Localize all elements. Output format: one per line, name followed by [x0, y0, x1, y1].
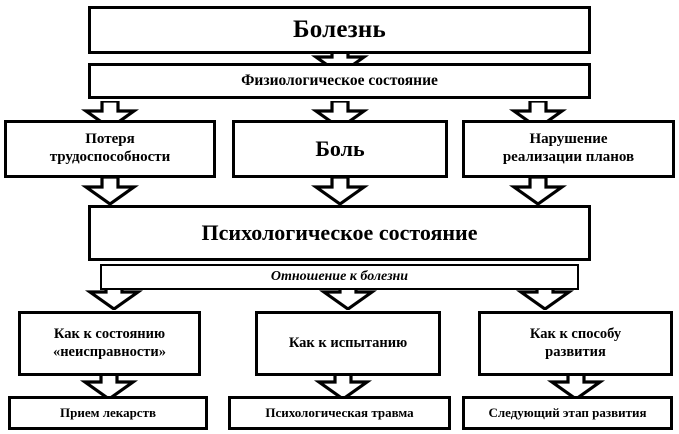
node-pain[interactable]: Боль [232, 120, 448, 178]
node-as-development-line1: Как к способу [529, 326, 622, 343]
node-as-development-line2: развития [545, 343, 606, 360]
node-attitude-to-illness[interactable]: Отношение к болезни [100, 264, 579, 290]
arrow-physiological-to-loss [79, 101, 141, 129]
node-as-trial[interactable]: Как к испытанию [255, 311, 441, 376]
node-loss-of-capacity-label: Потеря трудоспособности [50, 131, 171, 166]
node-as-malfunction-line1: Как к состоянию [53, 326, 166, 343]
node-physiological-state[interactable]: Физиологическое состояние [88, 63, 591, 99]
node-plan-disruption-label: Нарушение реализации планов [503, 131, 634, 166]
arrow-physiological-to-plans [507, 101, 569, 129]
node-loss-of-capacity-line1: Потеря [85, 131, 135, 148]
arrow-pain-to-psychological [309, 177, 371, 205]
node-psychological-trauma[interactable]: Психологическая травма [228, 396, 451, 430]
node-as-malfunction-line2: «неисправности» [52, 343, 167, 360]
node-as-trial-label: Как к испытанию [288, 334, 408, 351]
node-loss-of-capacity[interactable]: Потеря трудоспособности [4, 120, 216, 178]
node-next-stage-label: Следующий этап развития [488, 405, 647, 421]
node-illness-label: Болезнь [293, 16, 386, 44]
node-pain-label: Боль [315, 136, 365, 162]
node-loss-of-capacity-line2: трудоспособности [49, 149, 171, 165]
node-plan-disruption-line1: Нарушение [529, 131, 608, 148]
node-psychological-state-label: Психологическое состояние [201, 220, 478, 246]
node-psychological-trauma-label: Психологическая травма [265, 405, 414, 421]
node-as-malfunction-label: Как к состоянию «неисправности» [53, 326, 166, 360]
node-taking-medicine[interactable]: Прием лекарств [8, 396, 208, 430]
node-as-development-label: Как к способу развития [530, 326, 621, 360]
node-physiological-state-label: Физиологическое состояние [241, 71, 438, 89]
node-psychological-state[interactable]: Психологическое состояние [88, 205, 591, 261]
node-illness[interactable]: Болезнь [88, 6, 591, 54]
node-plan-disruption-line2: реализации планов [502, 149, 635, 165]
node-taking-medicine-label: Прием лекарств [60, 405, 156, 421]
node-next-stage[interactable]: Следующий этап развития [462, 396, 673, 430]
node-as-malfunction[interactable]: Как к состоянию «неисправности» [18, 311, 201, 376]
node-as-development[interactable]: Как к способу развития [478, 311, 673, 376]
node-plan-disruption[interactable]: Нарушение реализации планов [462, 120, 675, 178]
node-attitude-to-illness-label: Отношение к болезни [270, 268, 409, 284]
arrow-loss-to-psychological [79, 177, 141, 205]
arrow-physiological-to-pain [309, 101, 371, 129]
arrow-plans-to-psychological [507, 177, 569, 205]
